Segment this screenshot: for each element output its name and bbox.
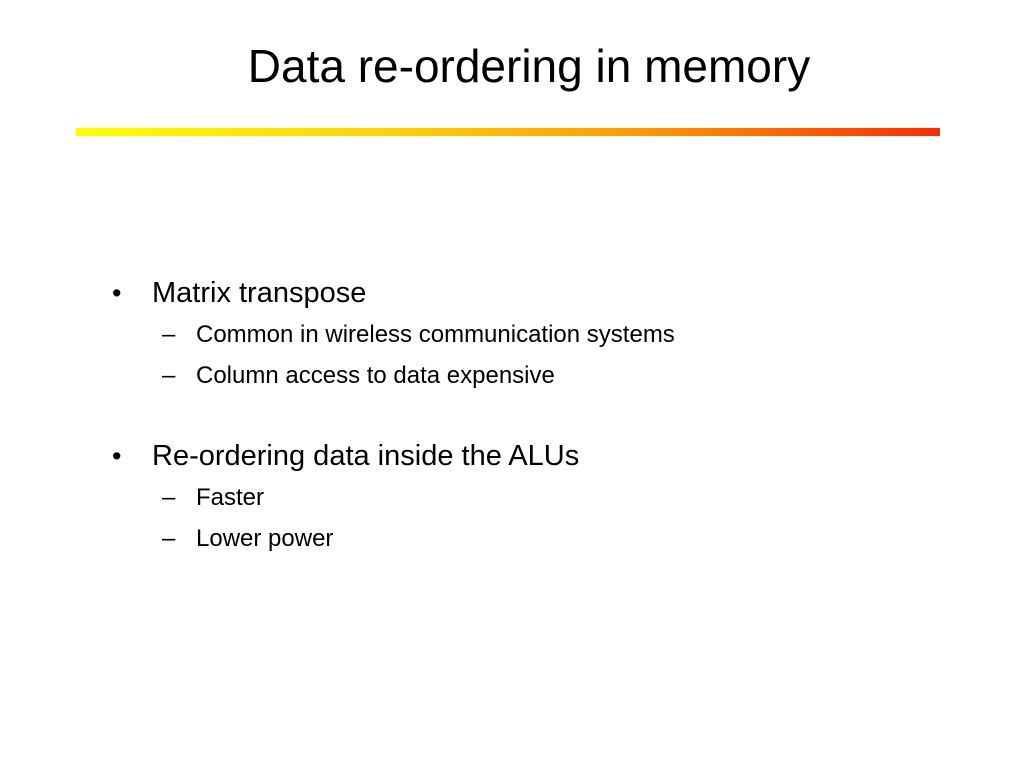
sub-bullet-text: Lower power xyxy=(196,525,334,552)
sub-bullet-marker: – xyxy=(162,362,176,389)
sub-bullet-text: Common in wireless communication systems xyxy=(196,321,675,348)
sub-bullet-item: – Lower power xyxy=(112,516,952,557)
sub-bullet-item: – Faster xyxy=(112,475,952,516)
sub-bullet-marker: – xyxy=(162,484,176,511)
sub-bullet-marker: – xyxy=(162,321,176,348)
slide-title: Data re-ordering in memory xyxy=(247,40,811,92)
sub-bullet-text: Faster xyxy=(196,484,265,511)
bullet-group-reordering-alus: • Re-ordering data inside the ALUs – Fas… xyxy=(112,435,952,557)
bullet-text: Re-ordering data inside the ALUs xyxy=(152,440,580,472)
bullet-marker: • xyxy=(112,278,122,308)
bullet-marker: • xyxy=(112,441,122,471)
bullet-list: • Matrix transpose – Common in wireless … xyxy=(112,272,952,598)
bullet-group-matrix-transpose: • Matrix transpose – Common in wireless … xyxy=(112,272,952,394)
bullet-item: • Matrix transpose xyxy=(112,272,952,312)
bullet-item: • Re-ordering data inside the ALUs xyxy=(112,435,952,475)
sub-bullet-item: – Common in wireless communication syste… xyxy=(112,312,952,353)
sub-bullet-text: Column access to data expensive xyxy=(196,362,555,389)
sub-bullet-item: – Column access to data expensive xyxy=(112,353,952,394)
title-underline-gradient xyxy=(76,128,940,136)
bullet-text: Matrix transpose xyxy=(152,277,367,309)
sub-bullet-marker: – xyxy=(162,525,176,552)
